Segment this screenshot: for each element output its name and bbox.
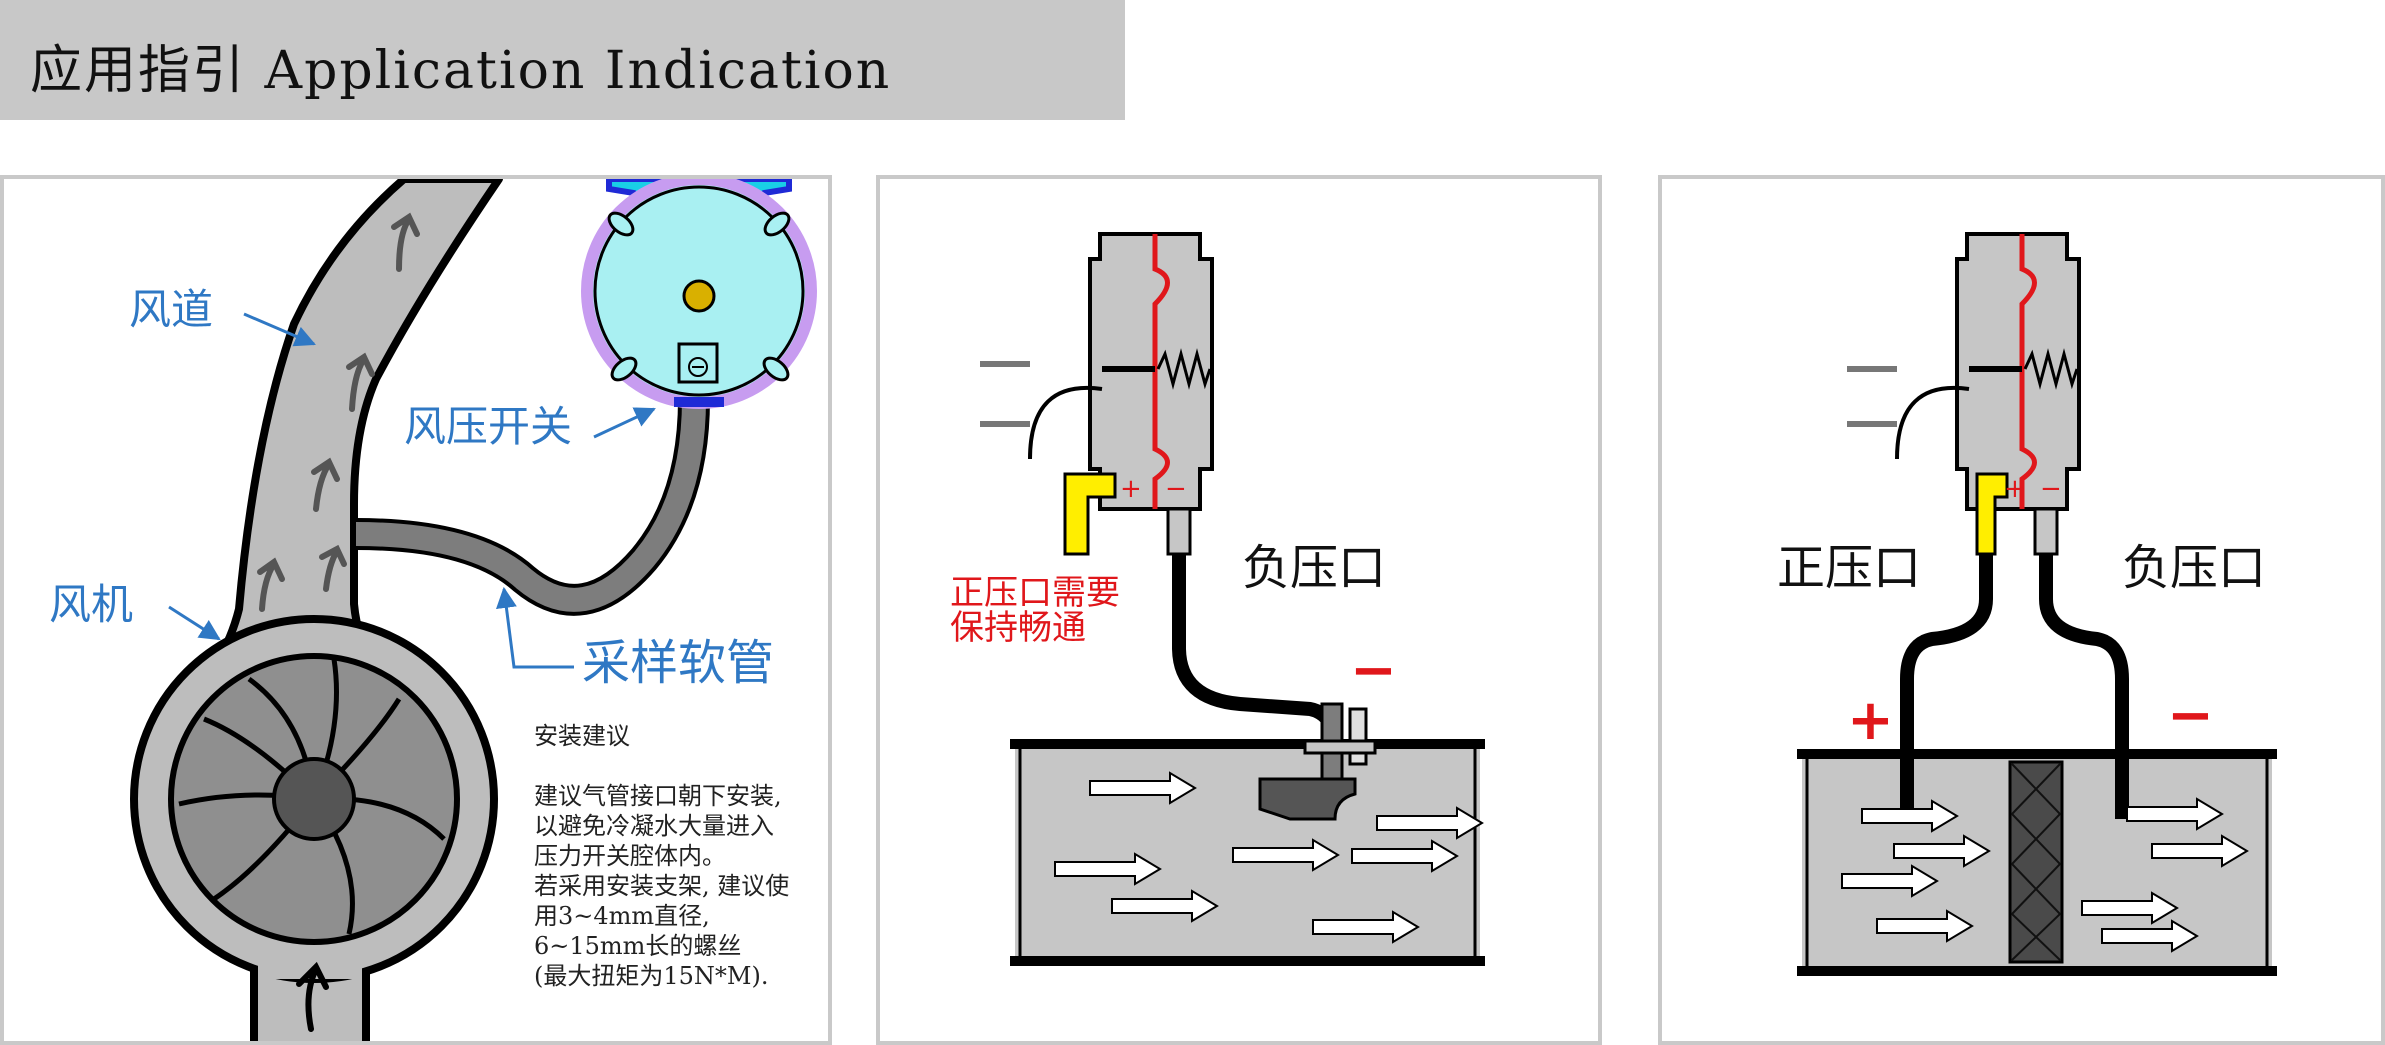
label-sampling-hose: 采样软管	[582, 635, 774, 691]
negative-port	[2033, 507, 2059, 556]
label-negative-port: 负压口	[2122, 540, 2266, 596]
adjust-screw	[682, 279, 716, 313]
sign-plus: +	[2004, 474, 2026, 504]
fan-hub	[272, 757, 356, 841]
sign-minus: −	[1165, 474, 1187, 504]
notes-title: 安装建议	[534, 722, 630, 750]
note-line: 压力开关腔体内。	[534, 842, 726, 870]
label-pressure-switch: 风压开关	[404, 402, 572, 451]
label-duct: 风道	[129, 285, 213, 334]
negative-hose	[2039, 554, 2129, 819]
page-title: 应用指引 Application Indication	[30, 41, 892, 101]
note-line: 6~15mm长的螺丝	[534, 932, 741, 960]
spring	[1156, 348, 1212, 390]
note-line: 以避免冷凝水大量进入	[534, 812, 774, 840]
panel-fan-installation: 风道 风机 风压开关 采样软管 安装建议 建议气管接口朝下安装,以避免冷凝水大量…	[0, 175, 832, 1045]
duct-flow-arrows	[1841, 797, 2249, 953]
note-line: 建议气管接口朝下安装,	[534, 782, 782, 810]
positive-port	[1063, 472, 1117, 556]
header-bar: 应用指引 Application Indication	[0, 0, 1125, 120]
duct-flow-arrows	[257, 212, 420, 1032]
sign-negative-pressure: −	[1350, 638, 1397, 703]
differential-port-diagram: + − 正压口 负压口 +	[1777, 232, 2277, 976]
sign-minus: −	[2040, 474, 2062, 504]
note-line: 若采用安装支架, 建议使	[534, 872, 789, 900]
spring	[2023, 348, 2079, 390]
panel-negative-port: + − 负压口 正压口需要 保持畅通 −	[876, 175, 1602, 1045]
note-positive-port-line2: 保持畅通	[950, 608, 1086, 648]
duct-flow-arrows	[1054, 771, 1484, 944]
note-positive-port-line1: 正压口需要	[950, 573, 1120, 613]
positive-port	[1975, 472, 2009, 556]
positive-hose	[1900, 554, 1993, 819]
sign-plus: +	[1120, 474, 1142, 504]
sign-positive-pressure: +	[1847, 688, 1894, 753]
label-positive-port: 正压口	[1777, 540, 1921, 596]
note-line: (最大扭矩为15N*M).	[534, 962, 768, 990]
negative-port	[1166, 507, 1192, 556]
fan-duct-diagram: 风道 风机 风压开关 采样软管 安装建议 建议气管接口朝下安装,以避免冷凝水大量…	[49, 179, 817, 1041]
panel-differential-ports: + − 正压口 负压口 +	[1658, 175, 2385, 1045]
diaphragm	[2019, 234, 2037, 509]
diaphragm	[1152, 234, 1170, 509]
note-line: 用3~4mm直径,	[534, 902, 710, 930]
filter-element	[2008, 760, 2064, 964]
minus-icon	[688, 357, 708, 377]
label-fan: 风机	[49, 580, 133, 629]
sampling-probe	[1258, 777, 1357, 821]
sign-negative-pressure: −	[2167, 683, 2214, 748]
label-negative-port: 负压口	[1242, 540, 1386, 596]
negative-port-diagram: + − 负压口 正压口需要 保持畅通 −	[950, 232, 1485, 966]
